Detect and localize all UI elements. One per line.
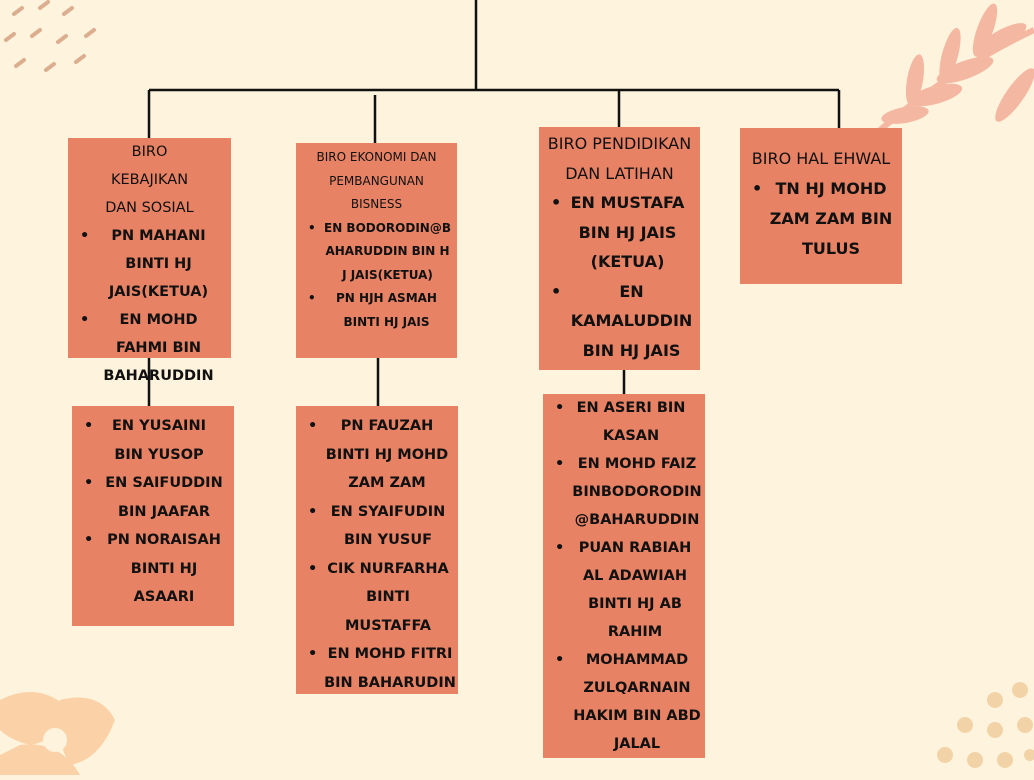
member-item: TN HJ MOHD ZAM ZAM BIN TULUS: [740, 174, 902, 264]
dots-decoration: [937, 682, 1034, 768]
member-item: EN KAMALUDDIN BIN HJ JAIS: [539, 277, 700, 366]
member-item: PN HJH ASMAH BINTI HJ JAIS: [296, 287, 457, 334]
member-item: PN FAUZAH BINTI HJ MOHD ZAM ZAM: [296, 412, 458, 498]
sub-member-box-kebajikan: EN YUSAINI BIN YUSOP EN SAIFUDDIN BIN JA…: [72, 406, 234, 626]
leaf-branch-decoration: [878, 3, 1034, 133]
member-item: EN SAIFUDDIN BIN JAAFAR: [72, 469, 234, 526]
member-item: MOHAMMAD ZULQARNAIN HAKIM BIN ABD JALAL: [543, 646, 705, 758]
member-item: EN MOHD FITRI BIN BAHARUDIN: [296, 640, 458, 697]
member-item: PN MAHANI BINTI HJ JAIS(KETUA): [68, 222, 231, 306]
sub-member-box-pendidikan: EN ASERI BIN KASAN EN MOHD FAIZ BINBODOR…: [543, 394, 705, 758]
member-item: EN ASERI BIN KASAN: [543, 394, 705, 450]
member-item: EN SYAIFUDIN BIN YUSUF: [296, 498, 458, 555]
member-item: EN MUSTAFA BIN HJ JAIS (KETUA): [539, 188, 700, 277]
dash-pattern-decoration: [4, 0, 96, 72]
member-item: EN MOHD FAHMI BIN BAHARUDDIN: [68, 306, 231, 390]
bureau-title: BIRO PENDIDIKAN DAN LATIHAN: [547, 134, 692, 183]
bureau-box-kebajikan: BIRO KEBAJIKAN DAN SOSIAL PN MAHANI BINT…: [68, 138, 231, 384]
bureau-title: BIRO KEBAJIKAN DAN SOSIAL: [105, 144, 194, 216]
bureau-box-hal-ehwal: BIRO HAL EHWAL TN HJ MOHD ZAM ZAM BIN TU…: [740, 128, 902, 284]
member-item: EN BODORODIN@BAHARUDDIN BIN HJ JAIS(KETU…: [296, 217, 457, 288]
sub-member-box-ekonomi: PN FAUZAH BINTI HJ MOHD ZAM ZAM EN SYAIF…: [296, 406, 458, 694]
flower-decoration: [0, 692, 115, 775]
member-item: PUAN RABIAH AL ADAWIAH BINTI HJ AB RAHIM: [543, 534, 705, 646]
member-item: EN MOHD FAIZ BINBODORODIN @BAHARUDDIN: [543, 450, 705, 534]
member-item: PN NORAISAH BINTI HJ ASAARI: [72, 526, 234, 612]
bureau-box-pendidikan: BIRO PENDIDIKAN DAN LATIHAN EN MUSTAFA B…: [539, 127, 700, 370]
bureau-title: BIRO HAL EHWAL: [751, 149, 891, 168]
bureau-title: BIRO EKONOMI DAN PEMBANGUNAN BISNESS: [316, 150, 437, 211]
member-item: CIK NURFARHA BINTI MUSTAFFA: [296, 555, 458, 641]
member-item: EN YUSAINI BIN YUSOP: [72, 412, 234, 469]
bureau-box-ekonomi: BIRO EKONOMI DAN PEMBANGUNAN BISNESS EN …: [296, 143, 457, 358]
